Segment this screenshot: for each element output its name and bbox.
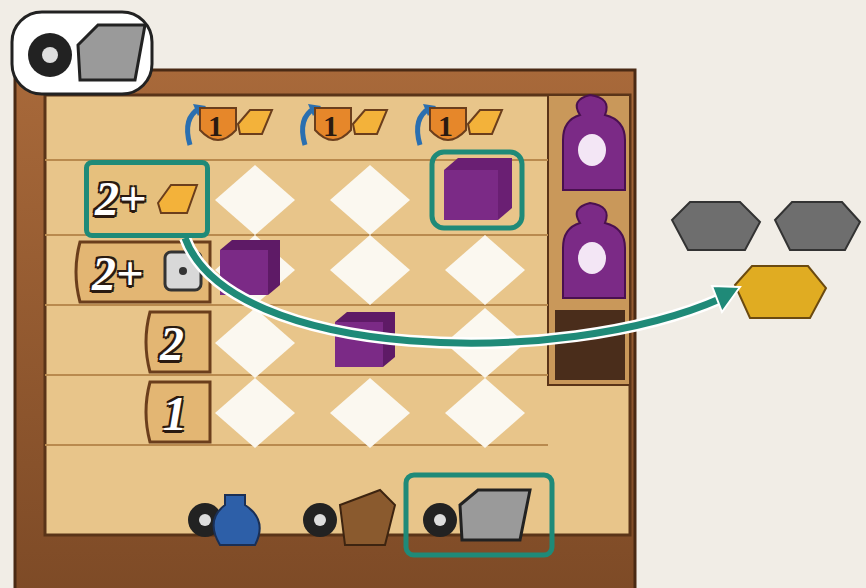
shield-number: 1 — [323, 111, 338, 141]
highlighted-row-label: 2+ — [84, 160, 210, 238]
shield-number: 1 — [208, 111, 223, 141]
shield-number: 1 — [438, 111, 453, 141]
gold-bar-icon — [155, 181, 201, 217]
row-label-text: 2+ — [95, 175, 146, 223]
gold-bar — [158, 185, 197, 213]
row-label: 2 — [160, 320, 184, 368]
row-label: 1 — [163, 390, 187, 438]
row-label: 2+ — [92, 250, 143, 298]
